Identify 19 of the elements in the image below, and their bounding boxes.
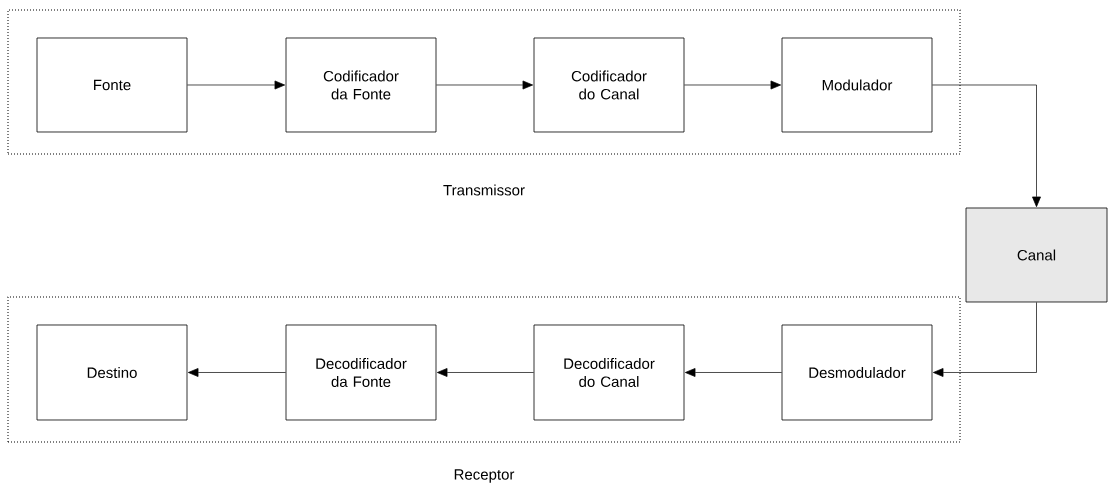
process-box: Desmodulador — [781, 324, 933, 421]
process-box: Destino — [36, 324, 188, 421]
process-box: Decodificador da Fonte — [285, 324, 437, 421]
arrow — [187, 80, 286, 90]
arrow — [932, 84, 1041, 207]
process-box: Modulador — [781, 37, 933, 133]
process-box: Decodificador do Canal — [533, 324, 685, 421]
arrow — [436, 368, 534, 377]
arrow — [188, 368, 286, 377]
arrow — [684, 80, 782, 90]
process-box: Codificador da Fonte — [285, 37, 437, 133]
arrow — [685, 368, 782, 377]
arrow — [933, 302, 1037, 377]
process-box: Fonte — [36, 37, 188, 133]
group-label: Receptor — [454, 469, 515, 483]
arrow — [436, 80, 534, 90]
group-label: Transmissor — [443, 184, 525, 196]
channel-box: Canal — [965, 207, 1108, 303]
process-box: Codificador do Canal — [533, 37, 685, 133]
